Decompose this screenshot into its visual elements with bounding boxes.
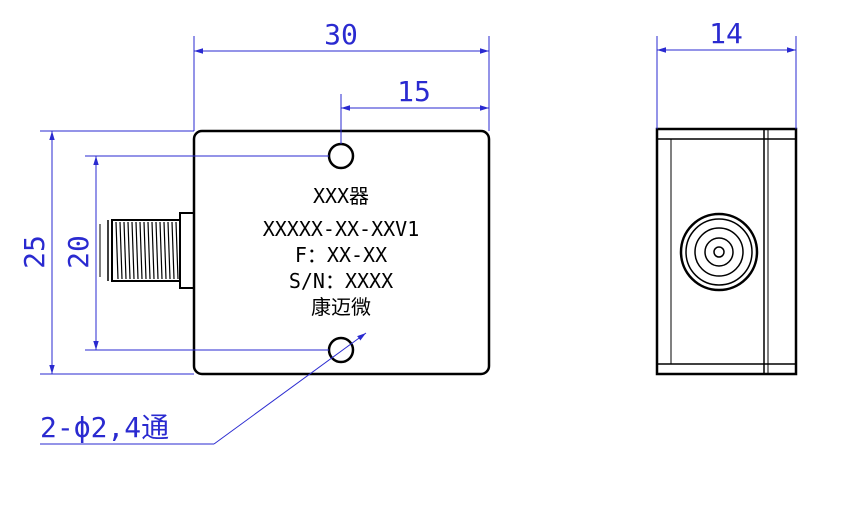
- thread-line: [159, 221, 163, 280]
- front-view: XXX器 XXXXX-XX-XXV1 F：XX-XX S/N：XXXX 康迈微: [99, 129, 491, 376]
- thread-line: [155, 221, 159, 280]
- thread-line: [135, 221, 139, 280]
- thread-line: [123, 221, 127, 280]
- dimension-side-width-text: 14: [709, 17, 743, 50]
- side-housing: [655, 127, 798, 376]
- connector-threads: [115, 221, 179, 280]
- thread-line: [147, 221, 151, 280]
- thread-line: [151, 221, 155, 280]
- mounting-hole-bottom: [327, 336, 355, 364]
- thread-line: [131, 221, 135, 280]
- dimension-hole-note-text: 2-ϕ2,4通: [40, 411, 169, 444]
- dimension-hole-offset: 15: [340, 75, 489, 144]
- mounting-hole-top: [327, 142, 355, 170]
- dimension-height-total-text: 25: [18, 235, 51, 269]
- label-line-3: F：XX-XX: [295, 243, 387, 267]
- label-line-1: XXX器: [313, 184, 369, 208]
- thread-line: [163, 221, 167, 280]
- dimension-hole-spacing: 20: [62, 155, 329, 351]
- connector: [99, 212, 195, 289]
- thread-line: [119, 221, 123, 280]
- thread-line: [127, 221, 131, 280]
- dimension-hole-note: 2-ϕ2,4通: [40, 332, 367, 445]
- dimension-hole-spacing-text: 20: [62, 235, 95, 269]
- dimension-side-width: 14: [656, 17, 797, 129]
- thread-line: [175, 221, 179, 280]
- connector-face: [679, 212, 759, 292]
- label-line-2: XXXXX-XX-XXV1: [263, 217, 420, 241]
- dimension-width-total: 30: [193, 18, 490, 131]
- label-line-4: S/N：XXXX: [289, 269, 393, 293]
- dimension-width-total-text: 30: [324, 18, 358, 51]
- thread-line: [139, 221, 143, 280]
- thread-line: [167, 221, 171, 280]
- thread-line: [171, 221, 175, 280]
- thread-line: [115, 221, 119, 280]
- dimension-height-total: 25: [18, 130, 194, 375]
- dimension-hole-offset-text: 15: [397, 75, 431, 108]
- thread-line: [143, 221, 147, 280]
- label-line-5: 康迈微: [311, 295, 371, 319]
- side-view: [655, 127, 798, 376]
